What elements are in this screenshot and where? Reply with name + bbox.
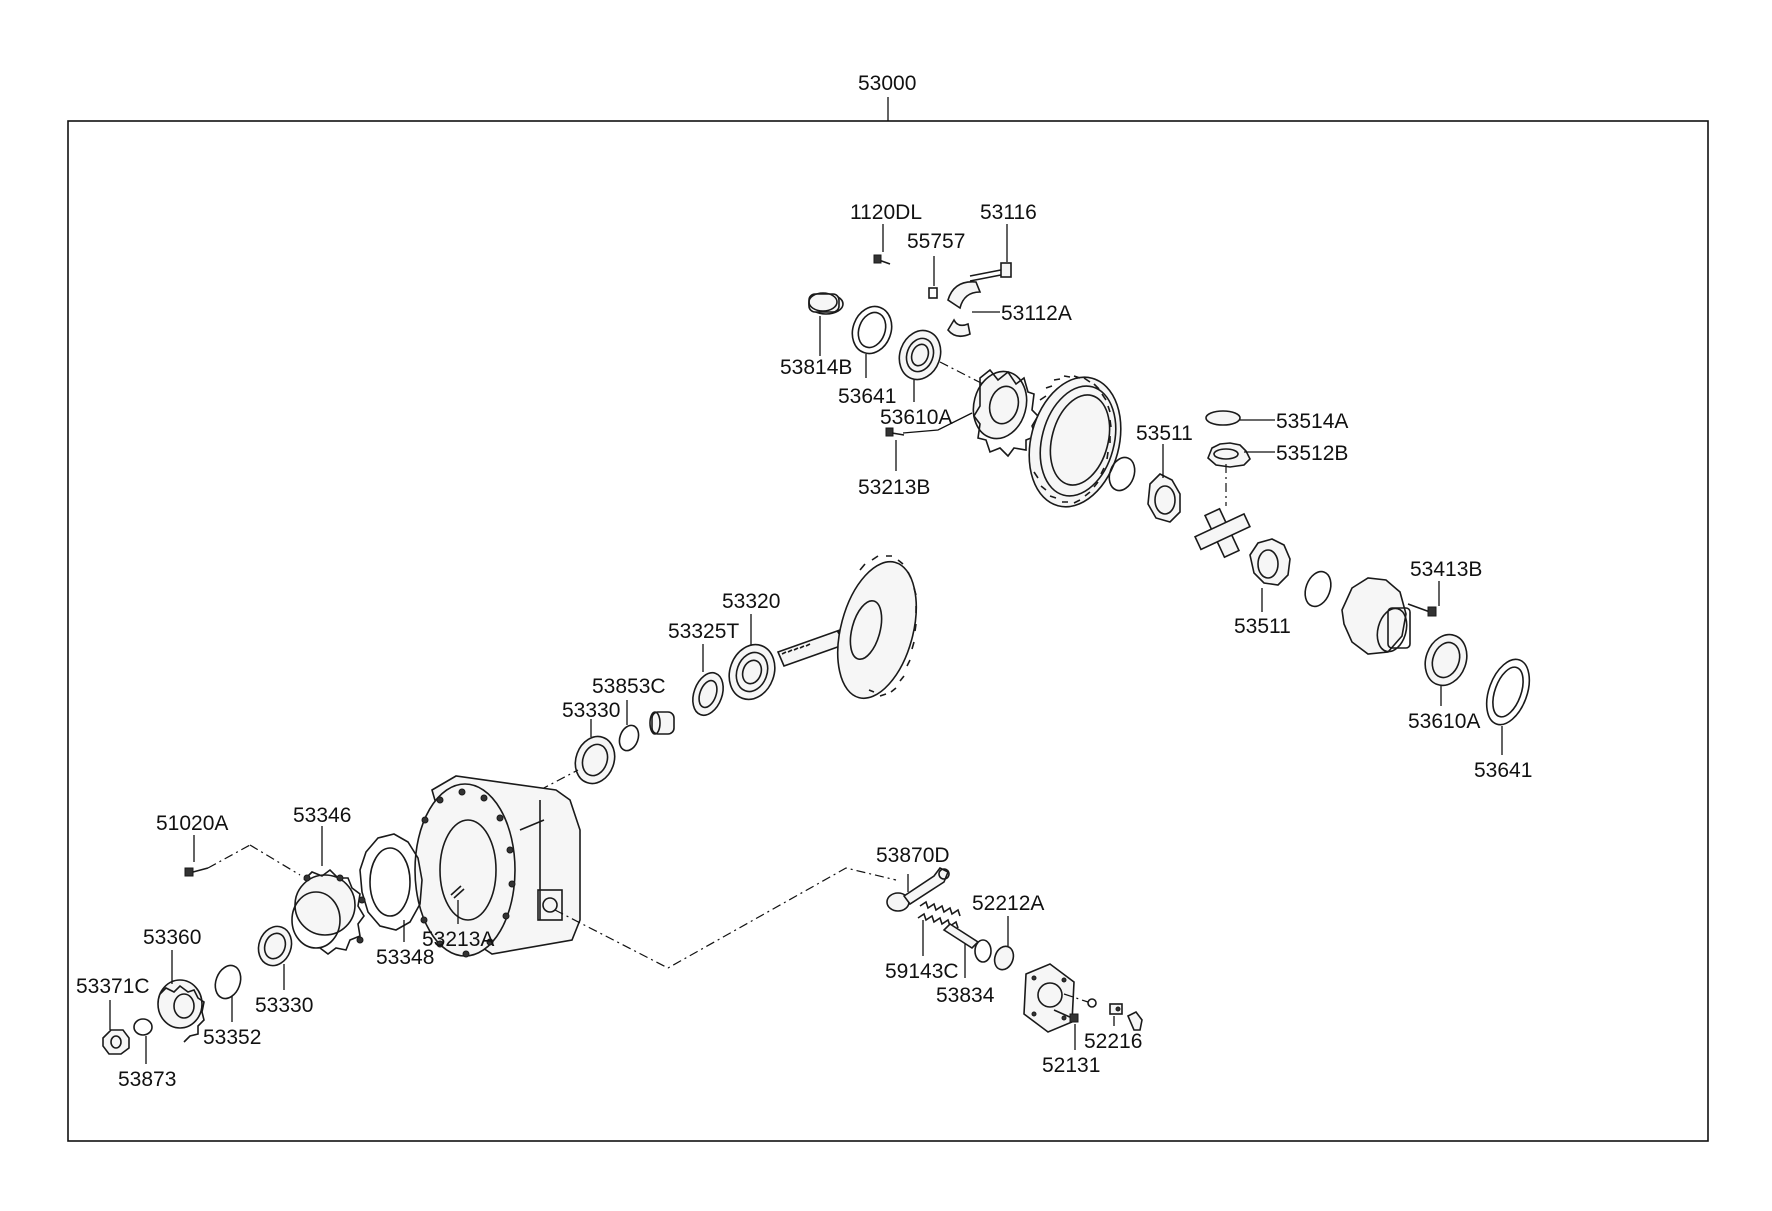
part-53352-seal: [214, 964, 242, 1000]
label-53511-bottom: 53511: [1234, 615, 1291, 638]
part-53873-washer: [133, 1018, 153, 1036]
label-53360: 53360: [143, 926, 201, 949]
part-53112A-cap: [947, 281, 982, 338]
label-53511-top: 53511: [1136, 422, 1193, 445]
label-53610A-top: 53610A: [880, 406, 952, 429]
part-53512B-pinion: [1207, 442, 1251, 468]
part-spider-cross: [1193, 507, 1251, 559]
part-spacer-tube: [649, 711, 675, 735]
part-53814B-cup: [808, 292, 844, 315]
assembly-label: 53000: [858, 72, 916, 95]
part-lock-cover-plate: [1023, 963, 1075, 1033]
part-53610A-bearing-top: [898, 329, 942, 381]
label-53814B: 53814B: [780, 356, 852, 379]
label-53641-right: 53641: [1474, 759, 1532, 782]
part-55757-clip: [928, 287, 938, 299]
label-53512B: 53512B: [1276, 442, 1348, 465]
label-53610A-right: 53610A: [1408, 710, 1480, 733]
label-53116: 53116: [980, 201, 1037, 224]
part-drive-pinion: [776, 555, 918, 700]
part-53641-ring-right: [1485, 658, 1531, 726]
label-53330-top: 53330: [562, 699, 620, 722]
part-53511-side-gear-bottom: [1249, 538, 1291, 586]
label-51020A: 51020A: [156, 812, 228, 835]
label-53112A: 53112A: [1001, 302, 1072, 325]
label-52216: 52216: [1084, 1030, 1142, 1053]
part-differential-case-bottom: [1341, 577, 1411, 655]
label-53348: 53348: [376, 946, 434, 969]
part-53330-bearing-top: [574, 735, 616, 785]
label-53213A: 53213A: [422, 928, 494, 951]
label-52212A: 52212A: [972, 892, 1044, 915]
part-53346-retainer: [291, 868, 366, 955]
part-53853C-ring: [618, 724, 640, 752]
part-53348-gasket: [359, 833, 423, 931]
label-53641-top: 53641: [838, 385, 896, 408]
label-52131: 52131: [1042, 1054, 1100, 1077]
part-small-washer: [1087, 998, 1097, 1008]
part-53834-shift-rod: [942, 922, 992, 963]
label-53413B: 53413B: [1410, 558, 1482, 581]
part-carrier-housing: [414, 775, 581, 958]
part-53330-bearing-bottom: [257, 925, 293, 967]
part-53514A-washer: [1205, 410, 1241, 426]
part-52212A-seal: [993, 945, 1015, 971]
part-thrust-washer-top: [1108, 456, 1136, 492]
label-53346: 53346: [293, 804, 351, 827]
part-ring-gear: [1028, 375, 1122, 508]
part-53116-bolt: [969, 262, 1012, 282]
part-differential-case-top: [972, 368, 1040, 458]
part-51020A-bolt: [184, 867, 209, 877]
part-59143C-spring: [917, 900, 961, 929]
label-53325T: 53325T: [668, 620, 739, 643]
label-53352: 53352: [203, 1026, 261, 1049]
part-53870D-shift-fork: [886, 866, 950, 912]
label-55757: 55757: [907, 230, 965, 253]
part-52131-bolt: [1053, 1009, 1079, 1023]
label-53371C: 53371C: [76, 975, 150, 998]
part-thrust-washer-bottom: [1304, 570, 1332, 608]
part-53325T-spacer: [692, 671, 724, 717]
part-53641-ring-top: [851, 305, 893, 355]
label-53834: 53834: [936, 984, 995, 1007]
label-53853C: 53853C: [592, 675, 666, 698]
part-53320-bearing: [728, 643, 776, 701]
part-53213B-bolt: [885, 427, 905, 437]
label-53330-bottom: 53330: [255, 994, 313, 1017]
part-52216-switch: [1109, 1003, 1143, 1031]
part-53360-flange: [157, 979, 205, 1043]
label-53320: 53320: [722, 590, 780, 613]
part-53371C-nut: [102, 1029, 130, 1055]
part-1120DL-bolt: [873, 254, 891, 265]
label-53870D: 53870D: [876, 844, 950, 867]
part-53511-side-gear-top: [1147, 473, 1181, 523]
part-53413B-bolt: [1407, 603, 1437, 617]
label-59143C: 59143C: [885, 960, 959, 983]
label-53213B: 53213B: [858, 476, 930, 499]
label-1120DL: 1120DL: [850, 201, 922, 224]
label-53514A: 53514A: [1276, 410, 1348, 433]
part-53610A-bearing-right: [1424, 633, 1468, 687]
label-53873: 53873: [118, 1068, 176, 1091]
part-53213A-pin: [450, 885, 465, 899]
